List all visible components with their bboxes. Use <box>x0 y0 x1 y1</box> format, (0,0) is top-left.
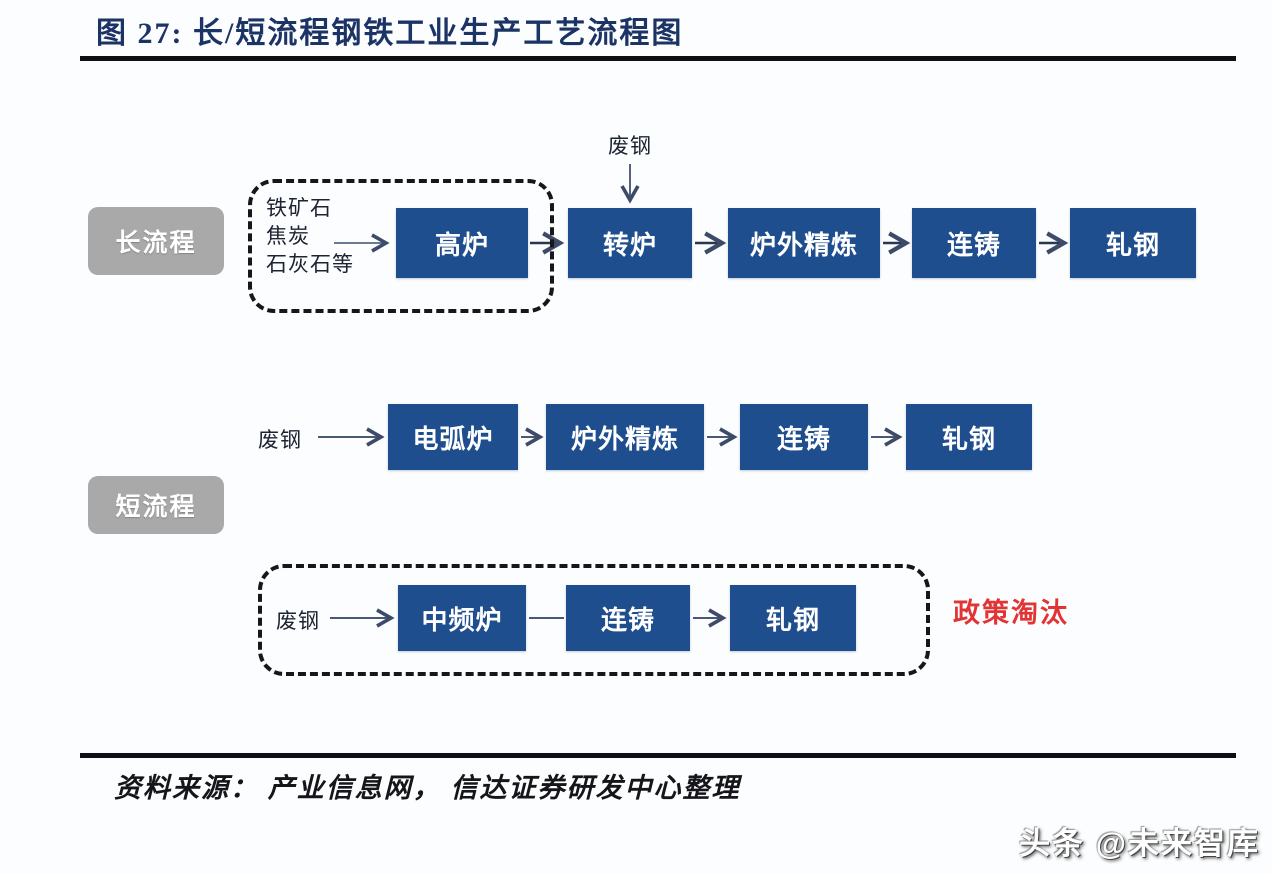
continuous-casting-box-long: 连铸 <box>912 208 1036 278</box>
converter-box: 转炉 <box>568 208 692 278</box>
figure-title: 图 27: 长/短流程钢铁工业生产工艺流程图 <box>96 17 684 50</box>
steel-rolling-box-long: 轧钢 <box>1070 208 1196 278</box>
blast-furnace-box: 高炉 <box>396 208 528 278</box>
footer-divider <box>80 753 1236 758</box>
electric-arc-furnace-box: 电弧炉 <box>388 404 518 470</box>
watermark-toutiao: 头条 @未来智库 <box>1019 826 1260 861</box>
medium-frequency-furnace-box: 中频炉 <box>398 585 526 651</box>
raw-material-dashed-group <box>248 179 554 313</box>
raw-material-iron-ore: 铁矿石 <box>266 197 332 220</box>
steel-rolling-box-eliminated: 轧钢 <box>730 585 856 651</box>
raw-material-list: 铁矿石 焦炭 石灰石等 <box>266 195 354 279</box>
scrap-steel-label-top: 废钢 <box>608 135 652 158</box>
policy-elimination-note: 政策淘汰 <box>953 598 1069 628</box>
ladle-refining-box-short: 炉外精炼 <box>546 404 704 470</box>
short-process-label: 短流程 <box>88 476 224 534</box>
raw-material-limestone: 石灰石等 <box>266 253 354 276</box>
eliminated-process-dashed-group <box>258 564 930 676</box>
data-source-line: 资料来源： 产业信息网， 信达证券研发中心整理 <box>114 773 741 803</box>
title-divider <box>80 56 1236 61</box>
raw-material-coke: 焦炭 <box>266 225 310 248</box>
continuous-casting-box-eliminated: 连铸 <box>566 585 690 651</box>
steel-rolling-box-short: 轧钢 <box>906 404 1032 470</box>
ladle-refining-box-long: 炉外精炼 <box>728 208 880 278</box>
long-process-label: 长流程 <box>88 207 224 275</box>
scrap-steel-label-bottom: 废钢 <box>276 610 320 633</box>
scrap-steel-label-mid: 废钢 <box>258 429 302 452</box>
continuous-casting-box-short: 连铸 <box>740 404 868 470</box>
